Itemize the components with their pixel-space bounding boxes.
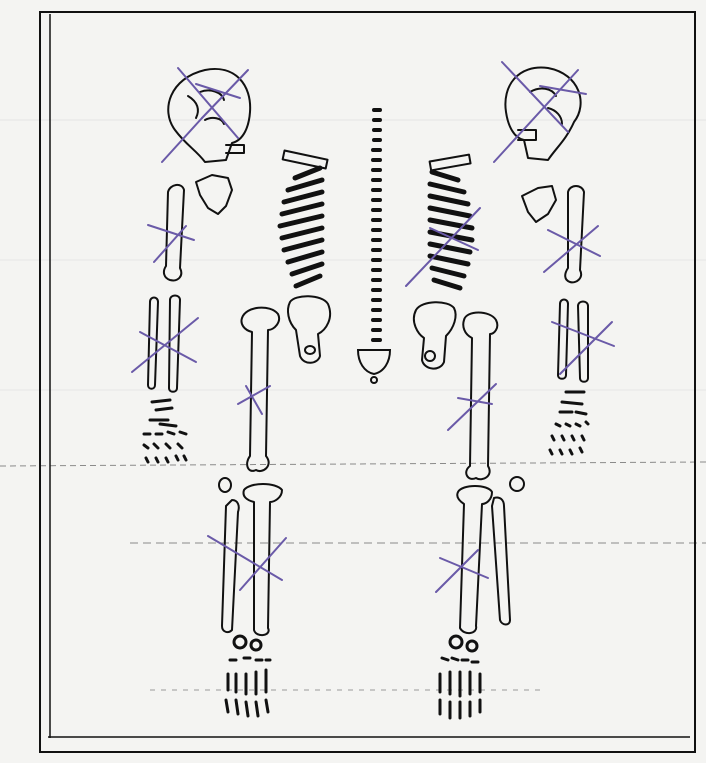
right-skeleton xyxy=(414,68,588,718)
cross-right-forearm xyxy=(552,322,614,374)
right-femur-bone xyxy=(463,313,497,480)
left-hand-bones xyxy=(144,400,186,462)
cross-right-ribs xyxy=(406,208,480,286)
cross-left-skull xyxy=(162,68,248,162)
cross-left-humerus xyxy=(148,225,194,262)
left-patella-bone xyxy=(219,478,231,492)
left-ulna-bone xyxy=(169,296,180,392)
cross-right-skull xyxy=(494,62,586,162)
cross-right-humerus xyxy=(544,226,600,272)
left-pelvis-bone xyxy=(288,296,330,363)
right-humerus-bone xyxy=(565,186,584,282)
right-pelvis-bone xyxy=(414,302,456,368)
right-hand-bones xyxy=(550,392,588,454)
left-radius-bone xyxy=(148,298,158,389)
left-fibula-bone xyxy=(222,500,239,632)
right-patella-bone xyxy=(510,477,524,491)
sacrum-bone xyxy=(358,350,390,383)
right-scapula-bone xyxy=(522,186,556,222)
right-tibia-bone xyxy=(457,486,492,633)
right-clavicle-bone xyxy=(430,155,471,171)
left-scapula-bone xyxy=(196,175,232,214)
right-skull-bone xyxy=(505,68,580,160)
right-foot-bones xyxy=(440,636,480,718)
cross-left-forearm xyxy=(132,318,198,372)
cross-left-lower-leg xyxy=(208,536,286,590)
vertebral-column xyxy=(371,108,382,342)
right-ulna-bone xyxy=(578,302,588,382)
left-ribs xyxy=(280,168,322,286)
page-frame xyxy=(40,12,695,752)
scan-lines xyxy=(0,120,706,690)
left-foot-bones xyxy=(226,636,270,716)
right-fibula-bone xyxy=(492,497,510,624)
left-skeleton xyxy=(144,69,330,716)
left-skull-bone xyxy=(168,69,250,162)
